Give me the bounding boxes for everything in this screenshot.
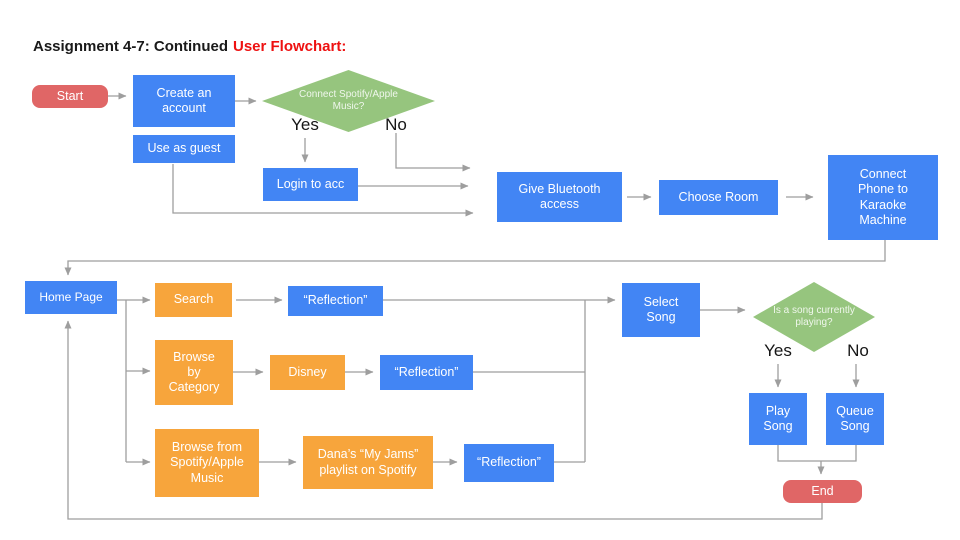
edge-label-no-1: No [385, 115, 407, 134]
edge-label-yes-1: Yes [291, 115, 319, 134]
decision-connect-spotify-text: Connect Spotify/Apple Music? [299, 88, 398, 113]
node-danas-playlist: Dana’s “My Jams” playlist on Spotify [303, 436, 433, 489]
decision-song-playing-text: Is a song currently playing? [773, 304, 855, 329]
edge-no-bluetooth [395, 133, 471, 172]
node-create-account: Create an account [133, 75, 235, 127]
node-reflection-1: “Reflection” [288, 286, 383, 316]
node-browse-spotify: Browse from Spotify/Apple Music [155, 429, 259, 497]
edge-play-queue-merge [777, 445, 857, 462]
edge-karaoke-home [64, 240, 886, 276]
node-login: Login to acc [263, 168, 358, 201]
edge-guest-bluetooth [172, 164, 474, 217]
edge-end-home-loop [64, 320, 823, 520]
node-reflection-2: “Reflection” [380, 355, 473, 390]
page-subtitle: User Flowchart: [233, 38, 347, 55]
node-browse-category: Browse by Category [155, 340, 233, 405]
node-start: Start [32, 85, 108, 108]
edge-label-yes-2: Yes [764, 341, 792, 360]
node-play-song: Play Song [749, 393, 807, 445]
node-end: End [783, 480, 862, 503]
node-search: Search [155, 283, 232, 317]
node-connect-karaoke: Connect Phone to Karaoke Machine [828, 155, 938, 240]
node-home-page: Home Page [25, 281, 117, 314]
node-select-song: Select Song [622, 283, 700, 337]
edge-label-no-2: No [847, 341, 869, 360]
node-reflection-3: “Reflection” [464, 444, 554, 482]
node-use-as-guest: Use as guest [133, 135, 235, 163]
page-title: Assignment 4-7: Continued [33, 38, 229, 55]
node-choose-room: Choose Room [659, 180, 778, 215]
node-queue-song: Queue Song [826, 393, 884, 445]
node-bluetooth-access: Give Bluetooth access [497, 172, 622, 222]
node-disney: Disney [270, 355, 345, 390]
